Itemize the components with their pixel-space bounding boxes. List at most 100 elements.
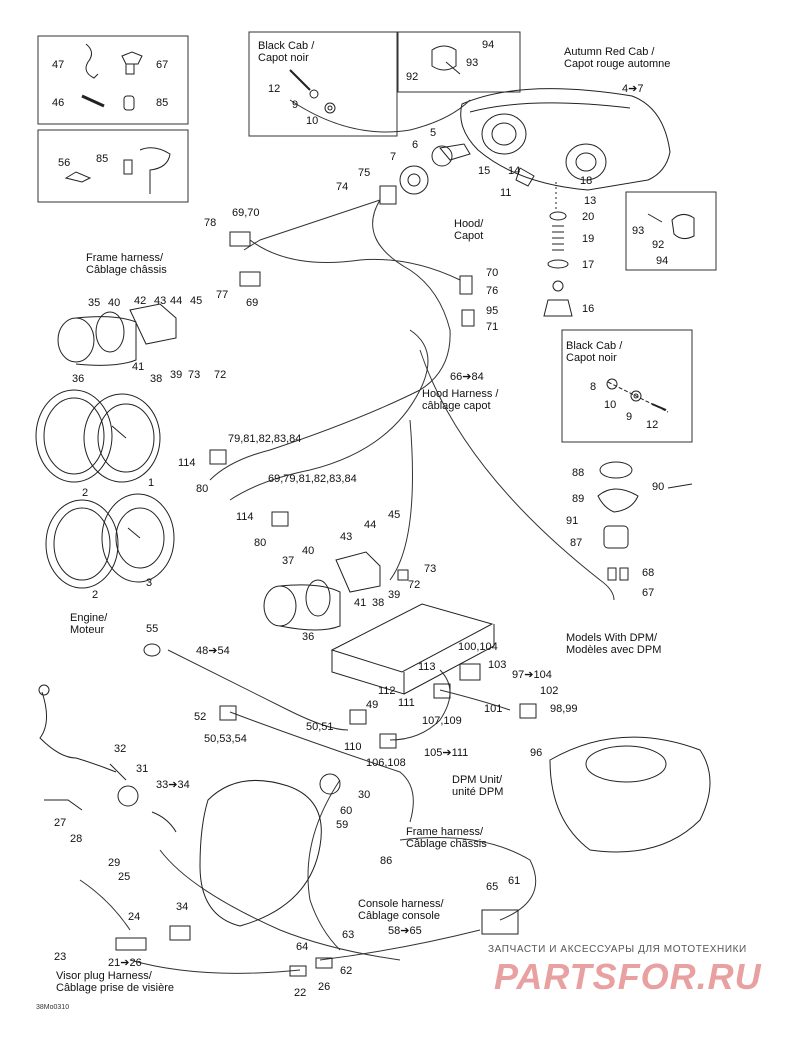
callout-62: 62 <box>340 965 353 977</box>
callout-45: 45 <box>190 295 203 307</box>
callout-55: 55 <box>146 623 159 635</box>
callout-59: 59 <box>336 819 349 831</box>
callout-13: 13 <box>584 195 597 207</box>
callout-74: 74 <box>336 181 349 193</box>
inset-boxes <box>37 31 717 443</box>
callout-75: 75 <box>358 167 371 179</box>
callout-103: 103 <box>488 659 507 671</box>
black-cab-right-heading: Black Cab /Capot noir <box>566 340 623 364</box>
callout-107-109: 107,109 <box>422 715 462 727</box>
callout-5: 5 <box>430 127 437 139</box>
callout-37: 37 <box>282 555 295 567</box>
callout-9: 9 <box>292 99 299 111</box>
callout-61: 61 <box>508 875 521 887</box>
callout-69-70: 69,70 <box>232 207 260 219</box>
models-with-dpm-heading: Models With DPM/Modèles avec DPM <box>566 632 662 656</box>
callout-67: 67 <box>156 59 169 71</box>
callout-39: 39 <box>170 369 183 381</box>
callout-43: 43 <box>340 531 353 543</box>
dpm-unit-heading: DPM Unit/unité DPM <box>452 774 504 798</box>
engine-parts <box>38 643 711 951</box>
callout-44: 44 <box>170 295 183 307</box>
callout-87: 87 <box>570 537 583 549</box>
callout-98-99: 98,99 <box>550 703 578 715</box>
callout-70: 70 <box>486 267 499 279</box>
callout-12: 12 <box>268 83 281 95</box>
callout-97-104: 97➔104 <box>512 669 552 681</box>
console-harness-heading: Console harness/Câblage console <box>358 898 444 922</box>
visor-plug-harness-heading: Visor plug Harness/Câblage prise de visi… <box>56 970 175 994</box>
callout-100-104: 100,104 <box>458 641 498 653</box>
frame-harness-upper-heading: Frame harness/Câblage châssis <box>86 252 167 276</box>
callout-19: 19 <box>582 233 595 245</box>
callout-66-84: 66➔84 <box>450 371 484 383</box>
watermark-logo: PARTSFOR.RU <box>494 956 762 997</box>
drawing-code: 38Mo0310 <box>36 1004 70 1011</box>
callout-2: 2 <box>92 589 99 601</box>
callout-94: 94 <box>482 39 495 51</box>
callout-2: 2 <box>82 487 89 499</box>
callout-76: 76 <box>486 285 499 297</box>
callout-36: 36 <box>72 373 85 385</box>
callout-29: 29 <box>108 857 121 869</box>
gauge-housings <box>35 303 381 631</box>
callout-46: 46 <box>52 97 65 109</box>
callout-63: 63 <box>342 929 355 941</box>
callout-89: 89 <box>572 493 585 505</box>
callout-32: 32 <box>114 743 127 755</box>
callout-14: 14 <box>508 165 521 177</box>
hood-harness-heading: Hood Harness /câblage capot <box>422 388 499 412</box>
callout-110: 110 <box>344 741 362 753</box>
callout-11: 11 <box>500 187 512 199</box>
callout-85: 85 <box>96 153 109 165</box>
callout-8: 8 <box>590 381 597 393</box>
callout-41: 41 <box>132 361 145 373</box>
callout-113: 113 <box>418 661 436 673</box>
black-cab-heading: Black Cab /Capot noir <box>258 40 315 64</box>
callout-49: 49 <box>366 699 379 711</box>
callout-78: 78 <box>204 217 217 229</box>
callout-10: 10 <box>604 399 617 411</box>
callout-93: 93 <box>466 57 479 69</box>
callout-88: 88 <box>572 467 585 479</box>
callout-72: 72 <box>214 369 227 381</box>
callout-80: 80 <box>196 483 209 495</box>
callout-114: 114 <box>236 511 254 523</box>
autumn-red-cab-heading: Autumn Red Cab /Capot rouge automne <box>564 46 671 70</box>
callout-69: 69 <box>246 297 259 309</box>
callout-21-26: 21➔26 <box>108 957 142 969</box>
watermark-tagline: ЗАПЧАСТИ И АКСЕССУАРЫ ДЛЯ МОТОТЕХНИКИ <box>488 944 747 955</box>
pressure-sensor <box>597 461 693 549</box>
callout-38: 38 <box>372 597 385 609</box>
callout-35: 35 <box>88 297 101 309</box>
headlamp-cab <box>399 88 671 195</box>
hood-heading: Hood/Capot <box>454 218 484 242</box>
callout-68: 68 <box>642 567 655 579</box>
callout-64: 64 <box>296 941 309 953</box>
callout-43: 43 <box>154 295 167 307</box>
svg-text:PARTSFOR.RU: PARTSFOR.RU <box>494 956 762 997</box>
callout-72: 72 <box>408 579 421 591</box>
callout-42: 42 <box>134 295 147 307</box>
callout-50-53-54: 50,53,54 <box>204 733 247 745</box>
callout-38: 38 <box>150 373 163 385</box>
callout-36: 36 <box>302 631 315 643</box>
callout-17: 17 <box>582 259 595 271</box>
callout-18: 18 <box>580 175 593 187</box>
callout-20: 20 <box>582 211 595 223</box>
callout-102: 102 <box>540 685 559 697</box>
hood-latch <box>543 182 573 317</box>
callout-86: 86 <box>380 855 393 867</box>
callout-24: 24 <box>128 911 141 923</box>
fastener-parts <box>64 43 695 413</box>
callout-34: 34 <box>176 901 189 913</box>
callout-69-84: 69,79,81,82,83,84 <box>268 473 357 485</box>
callout-73: 73 <box>188 369 201 381</box>
callout-114: 114 <box>178 457 196 469</box>
callout-80: 80 <box>254 537 267 549</box>
dpm-module <box>330 603 495 695</box>
callout-93: 93 <box>632 225 645 237</box>
engine-heading: Engine/Moteur <box>70 612 108 636</box>
callout-9: 9 <box>626 411 633 423</box>
